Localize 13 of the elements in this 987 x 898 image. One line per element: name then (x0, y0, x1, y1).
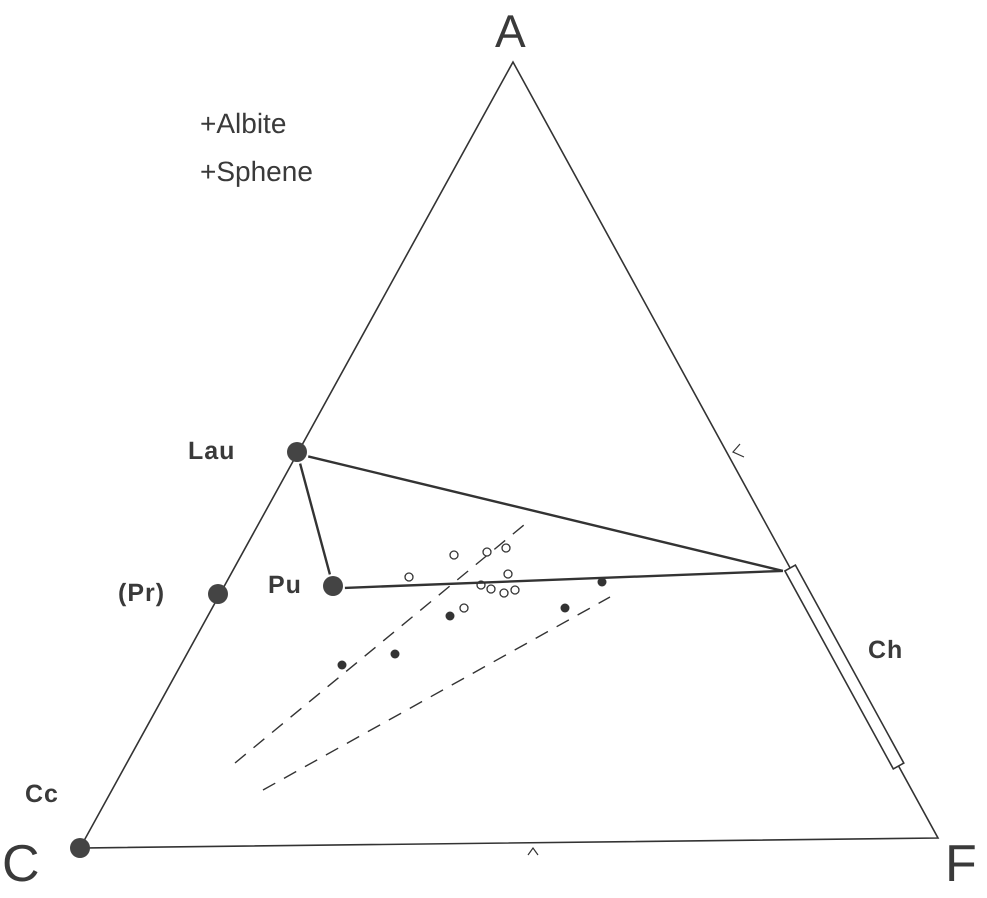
tie-line (308, 455, 784, 572)
phase-label: Lau (188, 439, 236, 464)
vertex-label: C (2, 838, 40, 890)
vertex-label: A (495, 8, 526, 54)
tie-line (344, 570, 783, 590)
vertex-label: F (945, 838, 977, 890)
phase-label: (Pr) (118, 581, 166, 606)
mineral-label: +Albite (200, 110, 286, 138)
mineral-label: +Sphene (200, 158, 313, 186)
phase-label: Pu (268, 573, 302, 598)
phase-label: Cc (25, 782, 59, 807)
phase-label: Ch (868, 638, 904, 663)
tie-line (298, 463, 332, 575)
